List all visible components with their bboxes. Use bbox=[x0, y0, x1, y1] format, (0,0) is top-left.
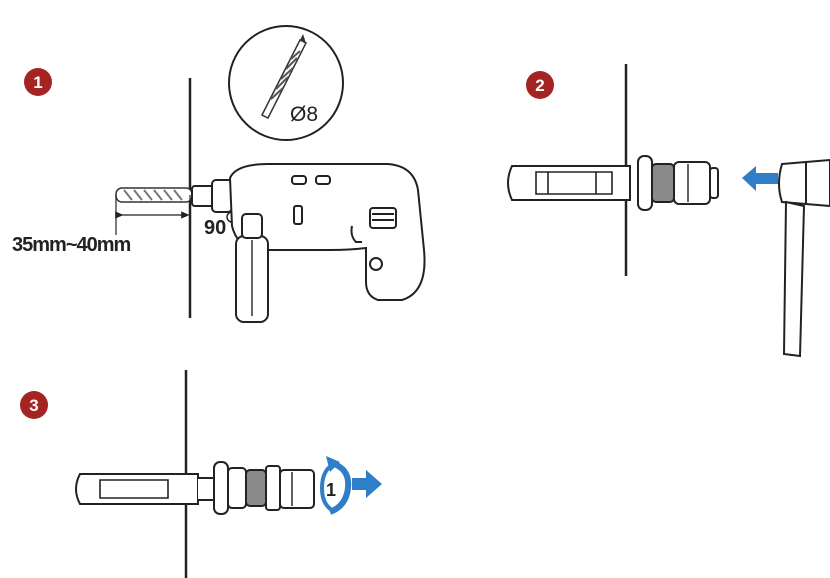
wrench-turn-icon: 1 bbox=[322, 456, 348, 512]
step-1-badge: 1 bbox=[24, 68, 52, 96]
step-2: 2 bbox=[508, 64, 830, 356]
step-1: 1 Ø8 35mm~40mm 90 bbox=[12, 26, 425, 322]
drill-bit-callout: Ø8 bbox=[229, 26, 343, 140]
arrow-icon bbox=[742, 166, 778, 191]
drill-icon bbox=[192, 164, 425, 322]
step-3-badge: 3 bbox=[20, 391, 48, 419]
step-1-number: 1 bbox=[33, 73, 42, 92]
drill-bit-in-wall bbox=[116, 188, 192, 202]
step-3-number: 3 bbox=[29, 396, 38, 415]
arrow-icon bbox=[352, 470, 382, 498]
angle-label: 90 bbox=[204, 217, 226, 239]
step-2-number: 2 bbox=[535, 76, 544, 95]
step-3: 3 1 bbox=[20, 370, 382, 578]
step-2-badge: 2 bbox=[526, 71, 554, 99]
hammer-icon bbox=[779, 160, 830, 356]
expansion-bolt-icon bbox=[76, 462, 314, 514]
drill-bit-size-label: Ø8 bbox=[290, 103, 318, 126]
depth-label: 35mm~40mm bbox=[12, 234, 131, 256]
depth-dimension: 35mm~40mm bbox=[12, 195, 190, 256]
expansion-bolt-icon bbox=[508, 156, 718, 210]
turn-label: 1 bbox=[326, 480, 336, 500]
